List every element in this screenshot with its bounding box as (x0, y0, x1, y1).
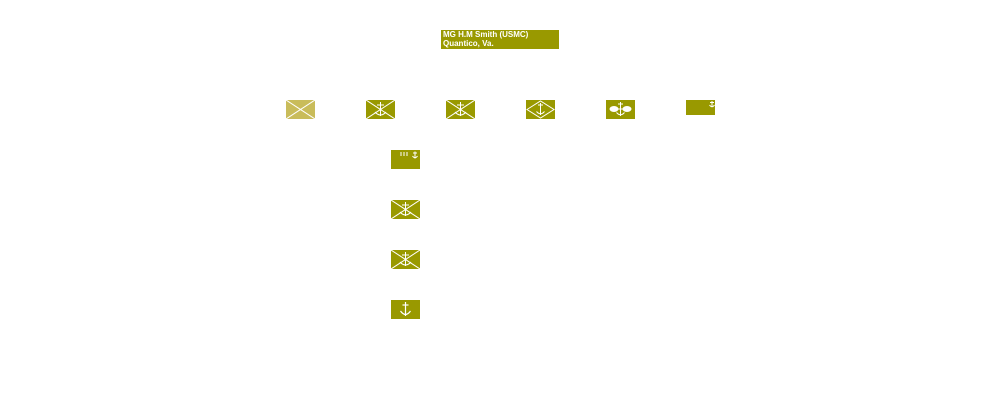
hq-box: MG H.M Smith (USMC) Quantico, Va. (441, 30, 559, 49)
anchor-diamond-icon (526, 100, 555, 119)
unit-amphibious-infantry-2 (446, 100, 475, 119)
subunit-amphibious-unit (391, 300, 420, 319)
anchor-icon (686, 100, 715, 115)
unit-amphibious-corps (686, 100, 715, 115)
anchor-signal-icon (606, 100, 635, 119)
hq-commander: MG H.M Smith (USMC) (443, 30, 529, 39)
anchor-icon (391, 300, 420, 319)
anchor-regiment-icon (391, 150, 420, 169)
subunit-amphibious-regiment (391, 150, 420, 169)
subunit-amphibious-infantry-2 (391, 250, 420, 269)
anchor-infantry-icon (391, 250, 420, 269)
anchor-infantry-icon (391, 200, 420, 219)
infantry-cross-icon (286, 100, 315, 119)
unit-infantry (286, 100, 315, 119)
hq-location: Quantico, Va. (443, 38, 494, 48)
unit-amphibious-signal (606, 100, 635, 119)
anchor-infantry-icon (366, 100, 395, 119)
subunit-amphibious-infantry-1 (391, 200, 420, 219)
anchor-infantry-icon (446, 100, 475, 119)
unit-amphibious-infantry-1 (366, 100, 395, 119)
unit-amphibious-diamond (526, 100, 555, 119)
